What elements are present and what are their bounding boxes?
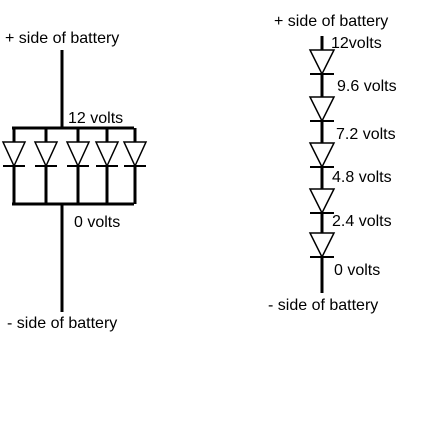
series-diode <box>308 96 336 123</box>
series-diode <box>308 188 336 215</box>
diode-triangle <box>33 141 59 168</box>
node-voltage-label: 2.4 volts <box>332 213 392 230</box>
series-top-label: + side of battery <box>274 13 388 30</box>
parallel-top-voltage: 12 volts <box>68 110 123 127</box>
parallel-top-label: + side of battery <box>5 30 119 47</box>
node-voltage-label: 0 volts <box>334 262 380 279</box>
node-voltage-label: 7.2 volts <box>336 126 396 143</box>
parallel-bottom-label: - side of battery <box>7 315 117 332</box>
diode-triangle <box>308 142 336 169</box>
parallel-circuit: + side of battery 12 volts 0 volts - sid… <box>1 30 148 332</box>
node-voltage-label: 12volts <box>331 35 382 52</box>
parallel-diode <box>65 141 91 168</box>
diode-triangle <box>308 49 336 76</box>
parallel-diode <box>1 141 27 168</box>
diode-triangle <box>308 188 336 215</box>
series-diode <box>308 232 336 259</box>
series-diode-group <box>308 49 336 261</box>
diode-triangle <box>308 232 336 259</box>
series-circuit: + side of battery 12volts 9.6 volts 7.2 … <box>268 13 397 314</box>
parallel-diode <box>122 141 148 168</box>
parallel-diode <box>94 141 120 168</box>
parallel-diode-group <box>1 128 148 204</box>
parallel-diode <box>33 141 59 168</box>
series-bottom-label: - side of battery <box>268 297 378 314</box>
node-voltage-label: 4.8 volts <box>332 169 392 186</box>
diode-triangle <box>308 96 336 123</box>
diode-triangle <box>122 141 148 168</box>
diode-triangle <box>94 141 120 168</box>
node-voltage-label: 9.6 volts <box>337 78 397 95</box>
diode-triangle <box>65 141 91 168</box>
series-diode <box>308 49 336 76</box>
parallel-bottom-voltage: 0 volts <box>74 214 120 231</box>
series-diode <box>308 142 336 169</box>
diode-triangle <box>1 141 27 168</box>
